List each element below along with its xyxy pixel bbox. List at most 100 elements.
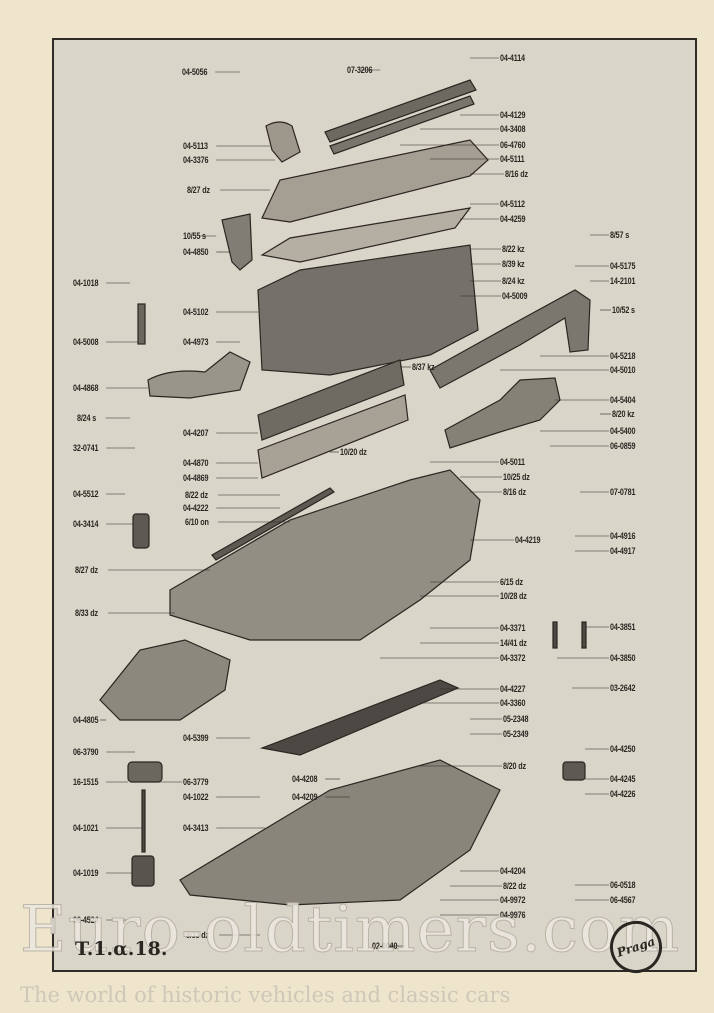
push-rod <box>211 487 335 561</box>
plug <box>132 513 150 549</box>
exhaust-manifold <box>429 289 591 389</box>
part-label: 04-3850 <box>610 653 636 663</box>
part-label: 06-4760 <box>500 140 526 150</box>
part-label: 32-0741 <box>73 443 99 453</box>
part-label: 04-4114 <box>500 53 525 63</box>
part-label: 04-5008 <box>73 337 99 347</box>
part-label: 04-4129 <box>500 110 526 120</box>
part-label: 04-3408 <box>500 124 526 134</box>
part-label: 8/22 dz <box>503 881 526 891</box>
part-label: 04-5102 <box>183 307 209 317</box>
part-label: 04-1019 <box>73 868 99 878</box>
part-label: 04-4259 <box>500 214 526 224</box>
part-label: 05-2348 <box>503 714 529 724</box>
part-label: 05-2349 <box>503 729 529 739</box>
part-label: 06-4524 <box>73 915 99 925</box>
part-label: 10/20 dz <box>340 447 367 457</box>
watermark: Euro-oldtimers.com <box>19 893 681 968</box>
oil-filler-cap <box>127 761 163 783</box>
part-label: 8/20 kz <box>612 409 635 419</box>
stud-pair <box>552 621 558 649</box>
part-label: 04-3371 <box>500 623 526 633</box>
part-label: 04-5111 <box>500 154 525 164</box>
part-label: 04-3372 <box>500 653 526 663</box>
part-label: 04-4209 <box>292 792 318 802</box>
side-cover-gasket <box>257 394 409 479</box>
stud-pair-2 <box>581 621 587 649</box>
plate-number: T.1.α.18. <box>75 938 168 960</box>
valve-cover <box>261 139 489 223</box>
part-label: 06-0518 <box>610 880 636 890</box>
part-label: 04-4222 <box>183 503 209 513</box>
part-label: 10/52 s <box>612 305 635 315</box>
part-label: 6/15 dz <box>500 577 523 587</box>
part-label: 04-1021 <box>73 823 99 833</box>
part-label: 6/10 on <box>185 517 209 527</box>
part-label: 10/25 dz <box>503 472 530 482</box>
part-label: 04-4204 <box>500 866 526 876</box>
part-label: 03-2642 <box>610 683 636 693</box>
part-label: 04-5400 <box>610 426 636 436</box>
part-label: 04-4917 <box>610 546 636 556</box>
part-label: 04-5010 <box>610 365 636 375</box>
part-label: 04-5011 <box>500 457 525 467</box>
part-label: 04-4245 <box>610 774 636 784</box>
part-label: 04-9972 <box>500 895 526 905</box>
part-label: 8/20 dz <box>503 761 526 771</box>
part-label: 04-4868 <box>73 383 99 393</box>
part-label: 04-5009 <box>502 291 528 301</box>
part-label: 04-4250 <box>610 744 636 754</box>
part-label: 04-1018 <box>73 278 99 288</box>
part-label: 07-0781 <box>610 487 636 497</box>
part-label: 10/55 s <box>183 231 206 241</box>
part-label: 04-4805 <box>73 715 99 725</box>
part-label: 8/16 dz <box>505 169 528 179</box>
part-label: 8/24 kz <box>502 276 525 286</box>
part-label: 8/39 kz <box>502 259 525 269</box>
part-label: 04-5112 <box>500 199 525 209</box>
part-label: 04-3360 <box>500 698 526 708</box>
part-label: 8/22 kz <box>502 244 525 254</box>
part-label: 06-3779 <box>183 777 209 787</box>
oil-pan <box>179 759 501 906</box>
part-label: 07-3206 <box>347 65 373 75</box>
part-label: 04-4227 <box>500 684 526 694</box>
part-label: 8/16 dz <box>503 487 526 497</box>
part-label: 8/33 dz <box>186 930 209 940</box>
logo-text: Praga <box>615 934 657 960</box>
part-label: 04-3376 <box>183 155 209 165</box>
part-label: 04-5399 <box>183 733 209 743</box>
part-label: 04-5113 <box>183 141 208 151</box>
stud <box>137 303 146 345</box>
part-label: 04-5512 <box>73 489 99 499</box>
water-pipe <box>324 79 477 155</box>
part-label: 04-4208 <box>292 774 318 784</box>
part-label: 04-5218 <box>610 351 636 361</box>
part-label: 04-5175 <box>610 261 636 271</box>
cylinder-head-block <box>257 244 479 376</box>
part-label: 14/41 dz <box>500 638 527 648</box>
timing-cover <box>99 639 231 721</box>
thermostat-housing <box>265 121 301 163</box>
intake-manifold <box>444 377 561 449</box>
part-label: 02-0040 <box>372 941 398 951</box>
water-outlet-bracket <box>221 213 253 271</box>
part-label: 04-4916 <box>610 531 636 541</box>
part-label: 04-4869 <box>183 473 209 483</box>
part-label: 16-1515 <box>73 777 99 787</box>
part-label: 06-4567 <box>610 895 636 905</box>
part-label: 04-4870 <box>183 458 209 468</box>
part-label: 8/22 dz <box>185 490 208 500</box>
crankcase <box>169 469 481 641</box>
part-label: 06-0859 <box>610 441 636 451</box>
part-label: 10/28 dz <box>500 591 527 601</box>
part-label: 04-4850 <box>183 247 209 257</box>
part-label: 8/27 dz <box>187 185 210 195</box>
oil-pan-gasket <box>259 679 460 756</box>
side-cover-plate <box>257 359 405 441</box>
part-label: 8/37 kz <box>412 362 435 372</box>
part-label: 04-3413 <box>183 823 209 833</box>
filter-body <box>562 761 586 781</box>
part-label: 04-5056 <box>182 67 208 77</box>
